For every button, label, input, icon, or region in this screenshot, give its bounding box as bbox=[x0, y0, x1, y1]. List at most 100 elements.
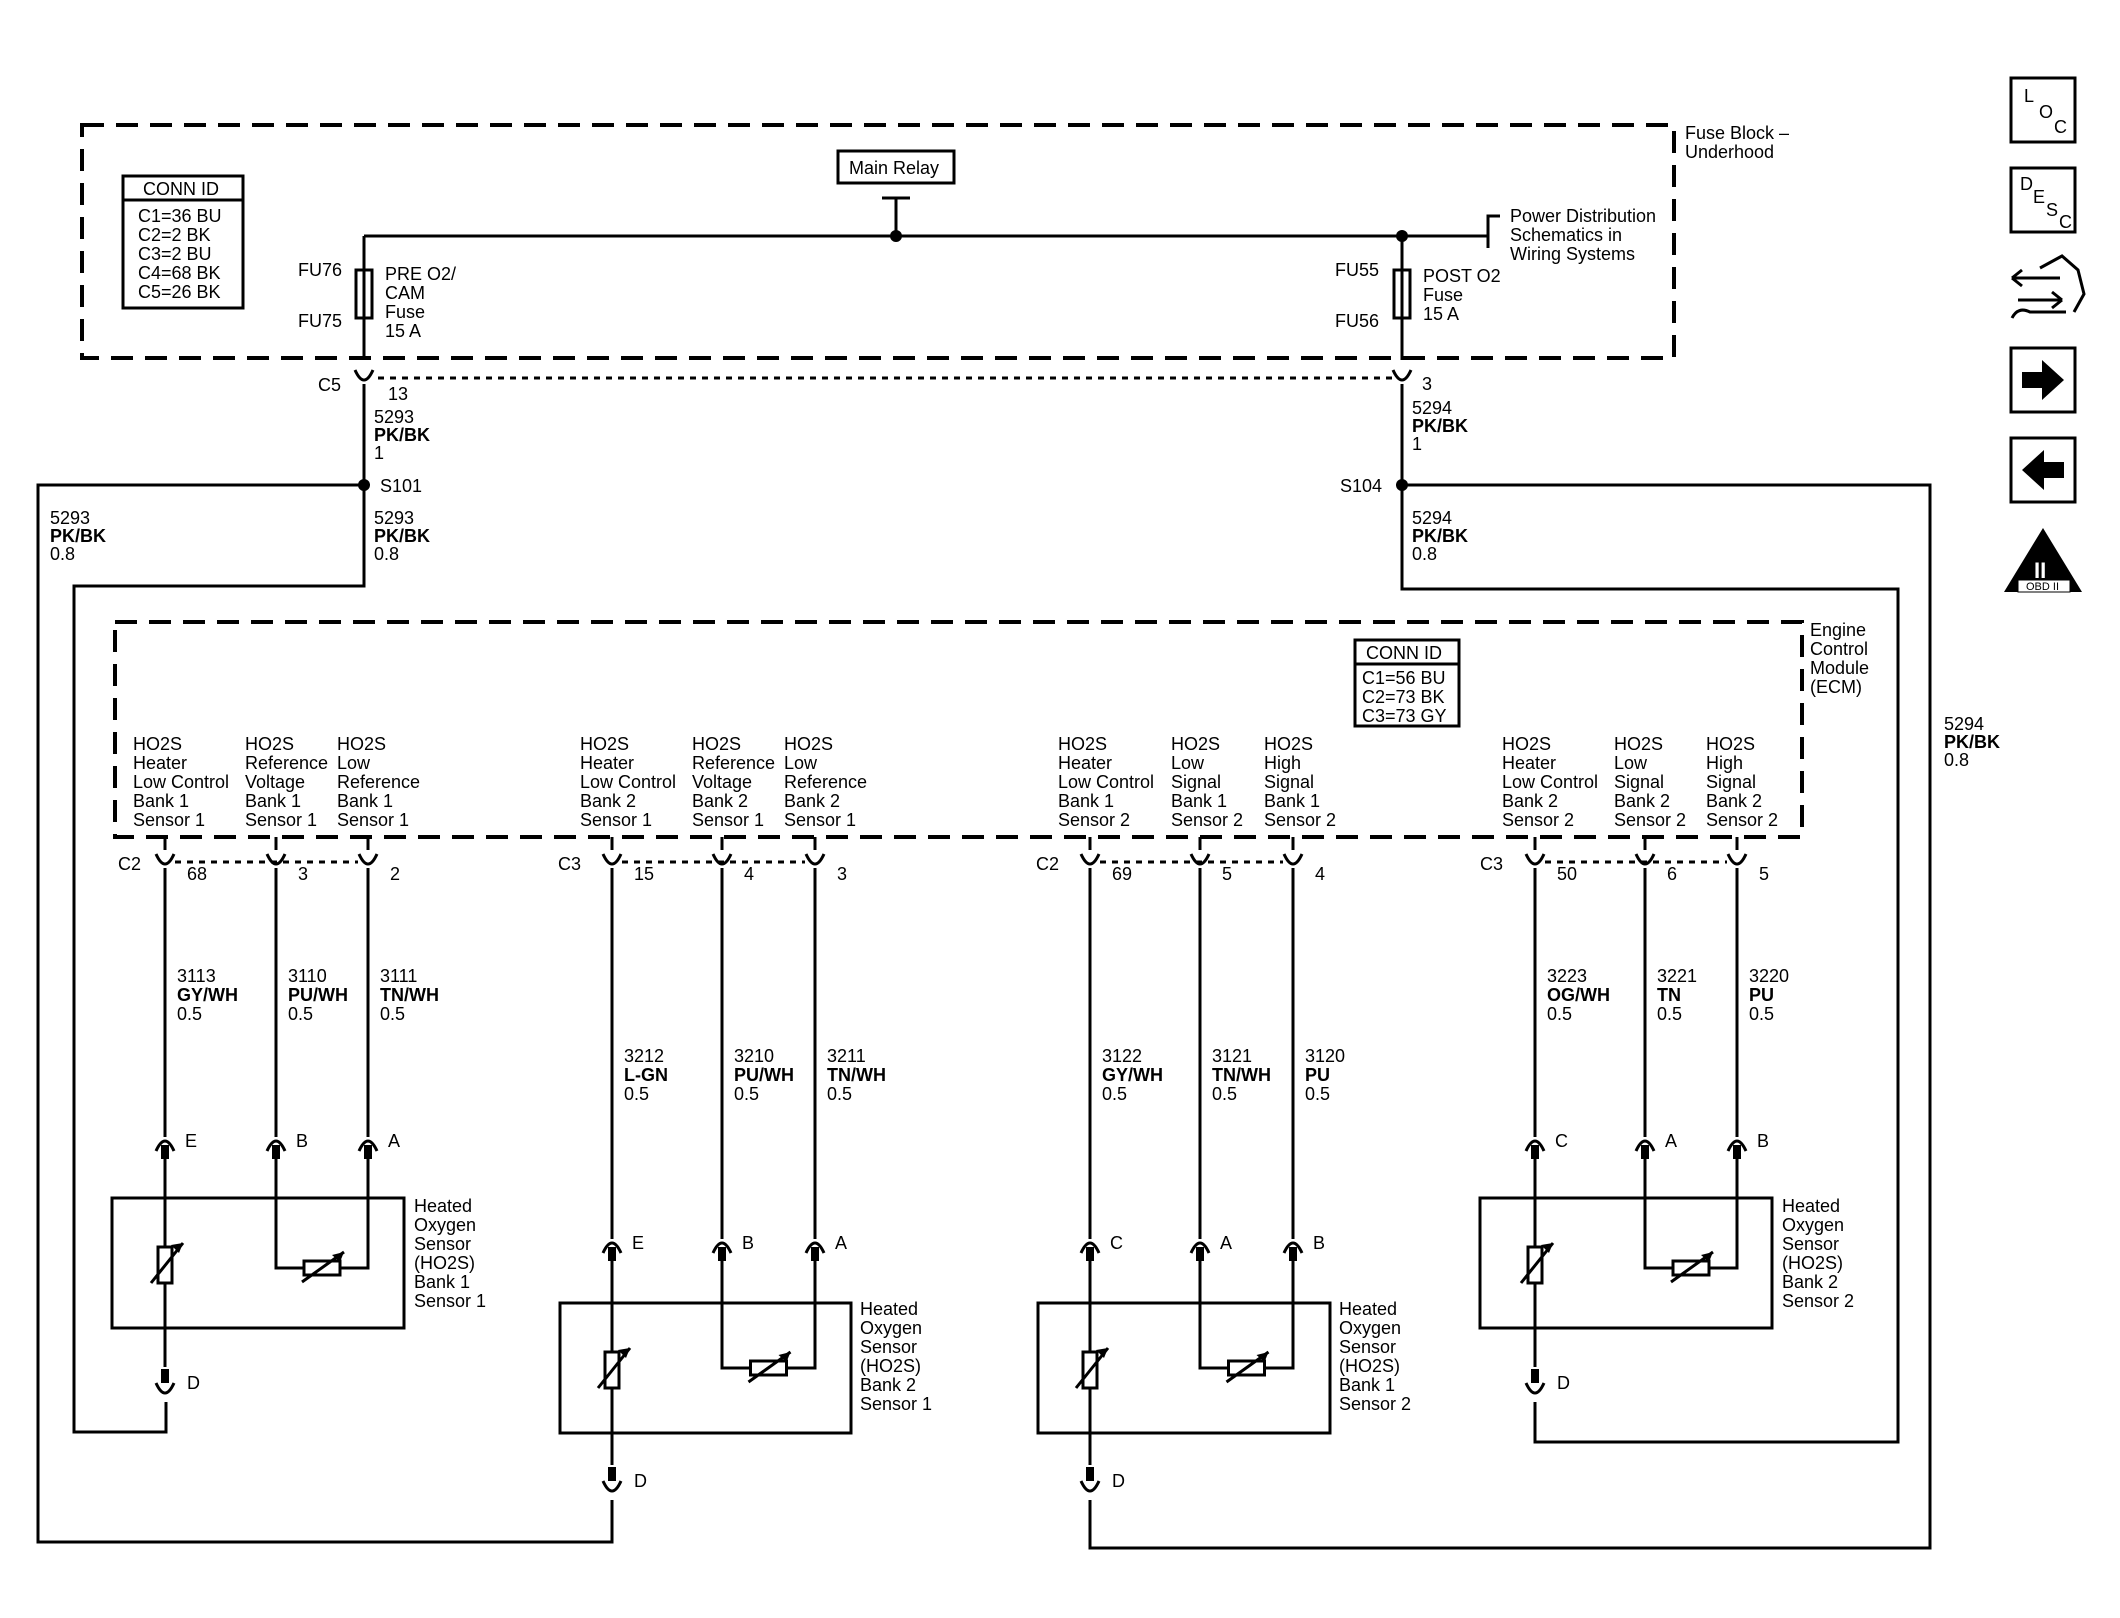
connector-pin bbox=[1196, 1247, 1204, 1261]
next-arrow-icon[interactable] bbox=[2009, 346, 2077, 414]
pin-number: 3 bbox=[837, 864, 847, 884]
connector-id: C5 bbox=[318, 375, 341, 395]
sensor-pin-id: B bbox=[742, 1233, 754, 1253]
desc-letter: D bbox=[2020, 174, 2033, 194]
terminal-function-label: Bank 1 bbox=[1264, 791, 1320, 811]
terminal-function-label: Sensor 1 bbox=[337, 810, 409, 830]
main-relay-label: Main Relay bbox=[849, 158, 939, 178]
wire-label: 0.5 bbox=[1657, 1004, 1682, 1024]
sensor-element-icon bbox=[301, 1250, 345, 1284]
sensor-pin-id: B bbox=[296, 1131, 308, 1151]
connector-arc bbox=[1634, 1139, 1656, 1152]
sensor-pin-id: B bbox=[1313, 1233, 1325, 1253]
sensor-housing bbox=[110, 1196, 406, 1330]
ecm-title: (ECM) bbox=[1810, 677, 1862, 697]
wire-label: 3110 bbox=[288, 966, 327, 986]
terminal-function-label: Bank 1 bbox=[1171, 791, 1227, 811]
conn-id-row: C2=2 BK bbox=[138, 225, 211, 245]
connector-terminal-icon bbox=[1391, 369, 1413, 382]
wire-label: PK/BK bbox=[1412, 526, 1468, 546]
previous-arrow-icon[interactable] bbox=[2009, 436, 2077, 504]
connector-pin bbox=[1289, 1247, 1297, 1261]
terminal-function-label: HO2S bbox=[1614, 734, 1663, 754]
connector-terminal-icon bbox=[353, 369, 375, 382]
wire-label: PU/WH bbox=[734, 1065, 794, 1085]
wire-label: 0.5 bbox=[734, 1084, 759, 1104]
terminal-function-label: HO2S bbox=[1706, 734, 1755, 754]
connector-pin bbox=[608, 1467, 616, 1481]
sensor-pin-id: D bbox=[1557, 1373, 1570, 1393]
wire-label: PK/BK bbox=[1412, 416, 1468, 436]
wire-label: 5294 bbox=[1412, 398, 1452, 418]
loc-letter: L bbox=[2024, 86, 2034, 106]
connector-pin bbox=[608, 1247, 616, 1261]
terminal-function-label: HO2S bbox=[580, 734, 629, 754]
pin-number: 3 bbox=[298, 864, 308, 884]
pin-number: 5 bbox=[1222, 864, 1232, 884]
connector-wrench-icon[interactable] bbox=[2010, 254, 2086, 319]
arrow-right-shape bbox=[2022, 360, 2064, 400]
arrow-head bbox=[332, 1252, 344, 1262]
sensor-name: Oxygen bbox=[1782, 1215, 1844, 1235]
wire-label: 0.5 bbox=[1547, 1004, 1572, 1024]
terminal-function-label: Bank 2 bbox=[580, 791, 636, 811]
terminal-function-label: Low bbox=[784, 753, 818, 773]
sensor-connector-icon bbox=[804, 1241, 826, 1261]
connector-id: C2 bbox=[118, 854, 141, 874]
terminal-function-label: Low Control bbox=[580, 772, 676, 792]
connector-pin bbox=[1531, 1369, 1539, 1383]
sensor-connector-icon bbox=[1282, 1241, 1304, 1261]
wire-label: 5294 bbox=[1944, 714, 1984, 734]
sensor-connector-icon bbox=[601, 1241, 623, 1261]
sensor-connector-icon bbox=[1634, 1139, 1656, 1159]
wire-label: PK/BK bbox=[50, 526, 106, 546]
terminal-function-label: Low bbox=[1171, 753, 1205, 773]
sensor-connector-icon bbox=[357, 1139, 379, 1159]
connector-arc bbox=[154, 1382, 176, 1395]
terminal-function-label: HO2S bbox=[784, 734, 833, 754]
wire-label: 1 bbox=[374, 443, 384, 463]
conn-id-box bbox=[1353, 638, 1461, 728]
connector-pin bbox=[718, 1247, 726, 1261]
sensor-element-wire bbox=[274, 1157, 304, 1270]
conn-id-row: C1=56 BU bbox=[1362, 668, 1446, 688]
sensor-connector-icon bbox=[1189, 1241, 1211, 1261]
terminal-function-label: Bank 1 bbox=[337, 791, 393, 811]
terminal-function-label: Heater bbox=[580, 753, 634, 773]
fuse-post-o2-label: 15 A bbox=[1423, 304, 1459, 324]
connector-id: C3 bbox=[558, 854, 581, 874]
pin-number: 15 bbox=[634, 864, 654, 884]
heater-feed-b1s2 bbox=[1088, 483, 1932, 1550]
splice-id: S101 bbox=[380, 476, 422, 496]
wire-label: PK/BK bbox=[1944, 732, 2000, 752]
sensor-name: Heated bbox=[1339, 1299, 1397, 1319]
connector-pin bbox=[161, 1145, 169, 1159]
obd-label: OBD II bbox=[2026, 581, 2059, 593]
connector-arc bbox=[601, 1241, 623, 1254]
wire-label: 0.5 bbox=[177, 1004, 202, 1024]
loc-letter: C bbox=[2054, 117, 2067, 137]
arrow-shape bbox=[2011, 268, 2060, 288]
sensor-pin-id: C bbox=[1110, 1233, 1123, 1253]
ground-connector-icon bbox=[154, 1369, 176, 1395]
sensor-pin-id: A bbox=[1665, 1131, 1677, 1151]
bus-splice bbox=[890, 230, 902, 242]
fuse-pre-o2-label: 15 A bbox=[385, 321, 421, 341]
sensor-name: (HO2S) bbox=[860, 1356, 921, 1376]
conn-id-row: C3=73 GY bbox=[1362, 706, 1447, 726]
connector-terminal-icon bbox=[1726, 853, 1748, 866]
location-icon[interactable]: LOC bbox=[2009, 76, 2077, 144]
fuse-block-outline bbox=[80, 123, 1676, 360]
